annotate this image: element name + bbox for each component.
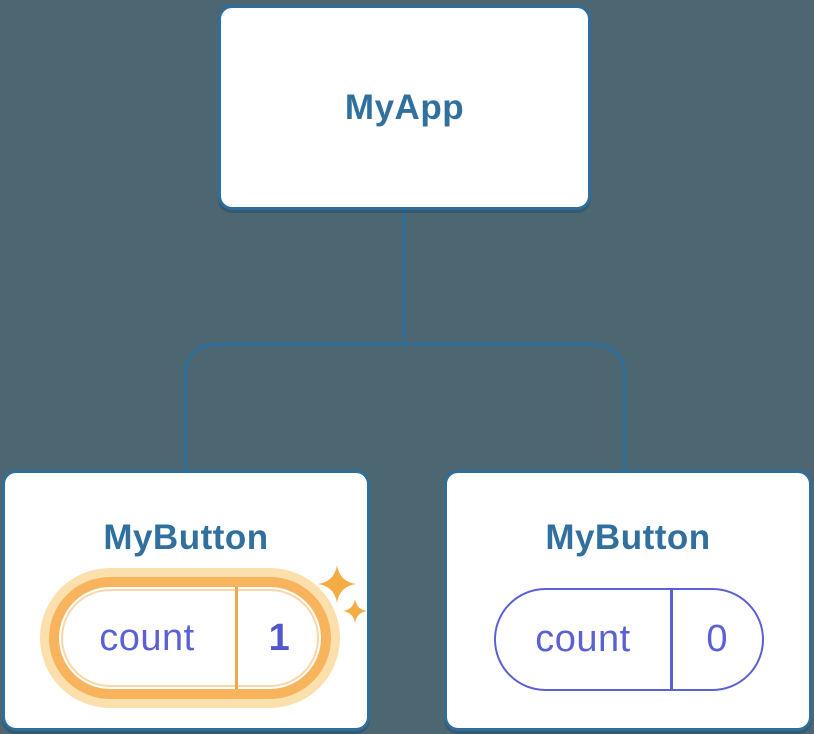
sparkle-icon [318, 565, 356, 603]
state-pill-highlighted: count 1 [49, 577, 331, 699]
node-card-myapp: MyApp [218, 5, 591, 210]
sparkle-icon [343, 599, 367, 623]
node-card-mybutton-left: MyButton count 1 [2, 470, 370, 731]
node-title-myapp: MyApp [344, 87, 465, 127]
state-value-cell: 0 [673, 590, 763, 689]
node-title-mybutton-right: MyButton [545, 518, 711, 557]
state-value-label: 1 [268, 616, 291, 659]
state-key-cell: count [496, 590, 670, 689]
state-value-cell: 1 [238, 587, 321, 689]
node-card-mybutton-right: MyButton count 0 [444, 470, 812, 731]
connector-bracket [184, 343, 626, 473]
state-key-label: count [99, 616, 195, 659]
node-title-mybutton-left: MyButton [103, 518, 269, 557]
pill-divider [670, 590, 673, 689]
state-value-label: 0 [706, 618, 729, 660]
connector-stem [403, 209, 406, 346]
state-key-label: count [535, 618, 631, 660]
pill-divider [235, 587, 238, 689]
state-pill-plain: count 0 [494, 588, 764, 691]
state-key-cell: count [59, 587, 235, 689]
